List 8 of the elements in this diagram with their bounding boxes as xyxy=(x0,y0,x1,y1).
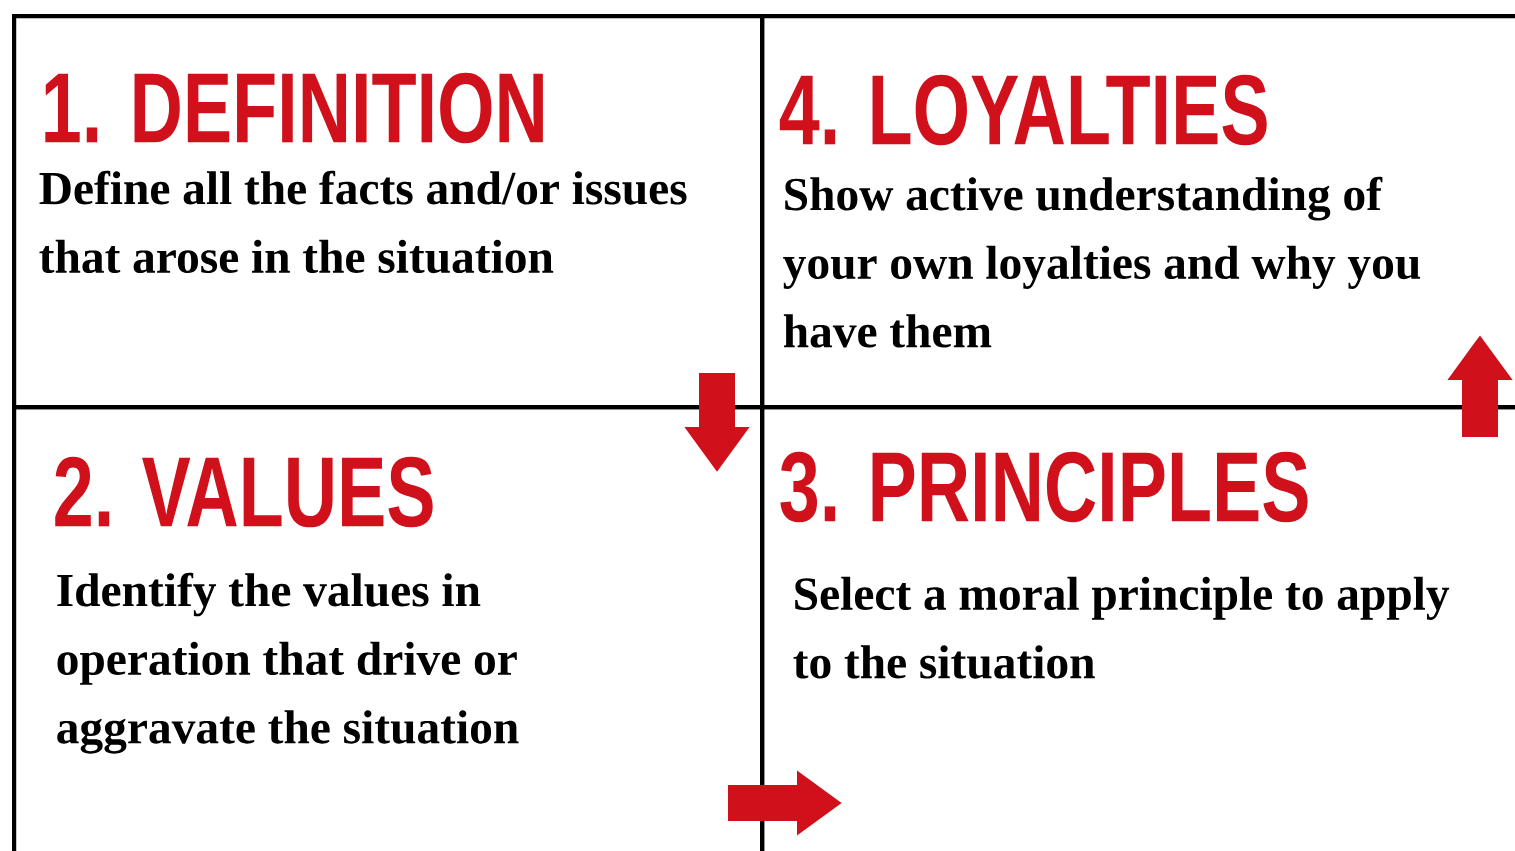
heading: 2. VALUES xyxy=(55,456,433,528)
description: Define all the facts and/or issues that arose in the situation xyxy=(39,170,687,274)
heading: 4. LOYALTIES xyxy=(779,74,1267,146)
description: Identify the values in operation that drive or aggravate the situation xyxy=(57,572,519,754)
description: Select a moral principle to apply to the situation xyxy=(793,576,1450,679)
heading: 3. PRINCIPLES xyxy=(780,451,1308,523)
heading: 1. DEFINITION xyxy=(45,72,543,144)
description: Show active understanding of your own loyalties and why you have them xyxy=(783,176,1420,348)
